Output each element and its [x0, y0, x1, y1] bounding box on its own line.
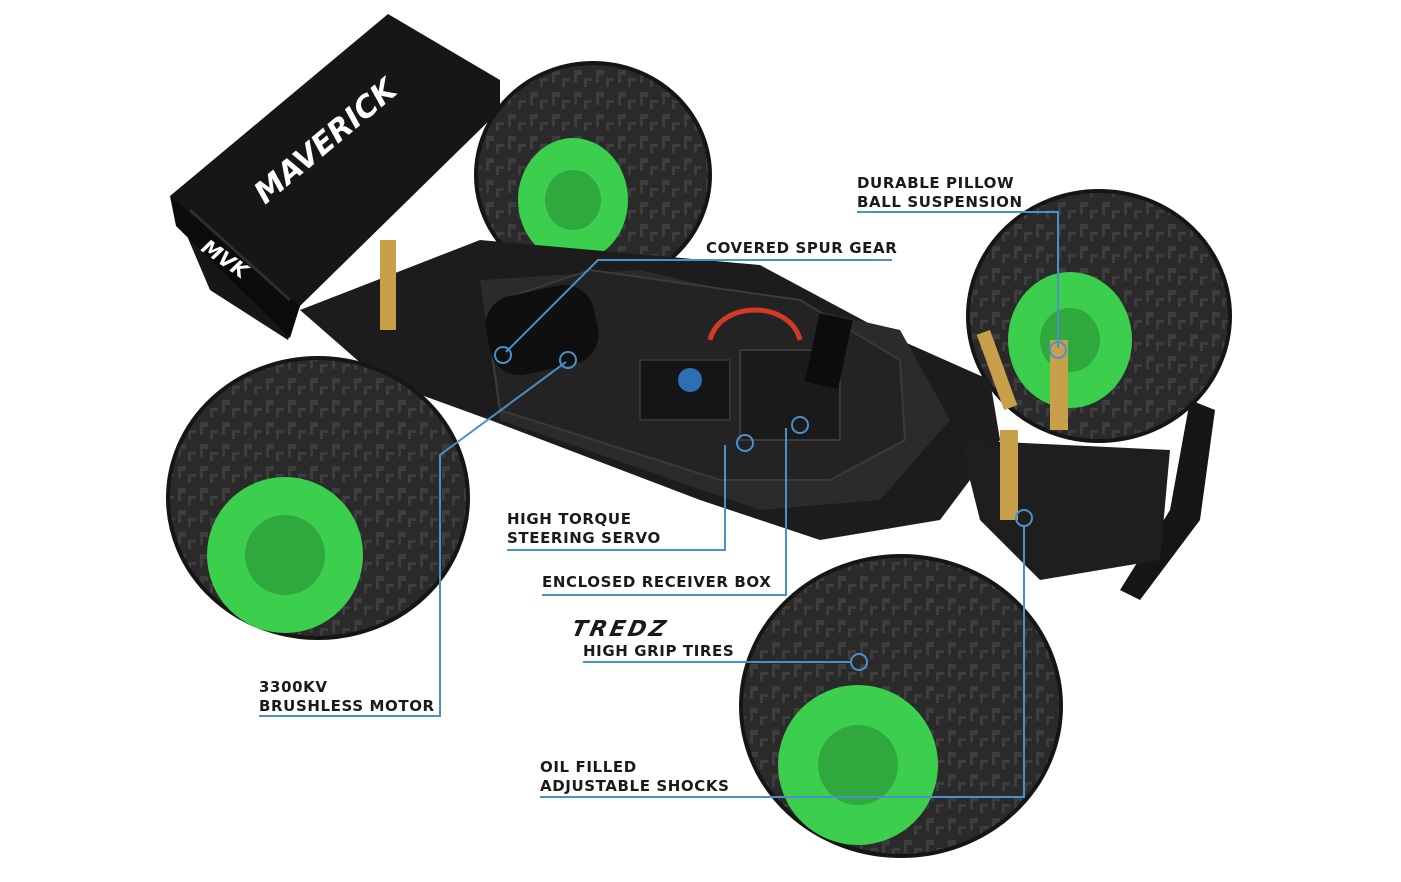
callout-pillow-ball: DURABLE PILLOW BALL SUSPENSION — [857, 174, 1023, 212]
wheel-rear-bottom — [166, 356, 470, 640]
callout-receiver-box: ENCLOSED RECEIVER BOX — [542, 573, 771, 592]
wheel-front-bottom — [739, 554, 1063, 858]
callout-receiver-box-line1: ENCLOSED RECEIVER BOX — [542, 573, 772, 591]
callout-pillow-ball-line2: BALL SUSPENSION — [857, 193, 1023, 211]
leader-spur-gear — [505, 259, 892, 353]
callout-spur-gear-line1: COVERED SPUR GEAR — [706, 239, 898, 257]
callout-shocks-line2: ADJUSTABLE SHOCKS — [540, 777, 730, 795]
callout-motor-line2: BRUSHLESS MOTOR — [259, 697, 435, 715]
callout-tires-line1: HIGH GRIP TIRES — [583, 642, 735, 660]
wheel-rear-top — [474, 61, 712, 289]
leader-pillow-ball — [857, 211, 1059, 348]
tredz-logo: TREDZ — [569, 617, 671, 642]
callout-spur-gear: COVERED SPUR GEAR — [706, 239, 897, 258]
wheel-front-top — [966, 189, 1232, 443]
leader-shocks — [540, 526, 1025, 798]
callout-servo-line1: HIGH TORQUE — [507, 510, 632, 528]
callout-pillow-ball-line1: DURABLE PILLOW — [857, 174, 1015, 192]
callout-motor: 3300KV BRUSHLESS MOTOR — [259, 678, 435, 716]
callout-motor-line1: 3300KV — [259, 678, 328, 696]
leader-motor — [259, 361, 567, 717]
callout-servo-line2: STEERING SERVO — [507, 529, 661, 547]
callout-lines — [259, 211, 1067, 798]
callout-tires: HIGH GRIP TIRES — [583, 642, 734, 661]
callout-servo: HIGH TORQUE STEERING SERVO — [507, 510, 661, 548]
leader-servo — [507, 445, 726, 551]
callout-shocks-line1: OIL FILLED — [540, 758, 637, 776]
callout-shocks: OIL FILLED ADJUSTABLE SHOCKS — [540, 758, 730, 796]
leader-receiver-box — [542, 428, 787, 596]
